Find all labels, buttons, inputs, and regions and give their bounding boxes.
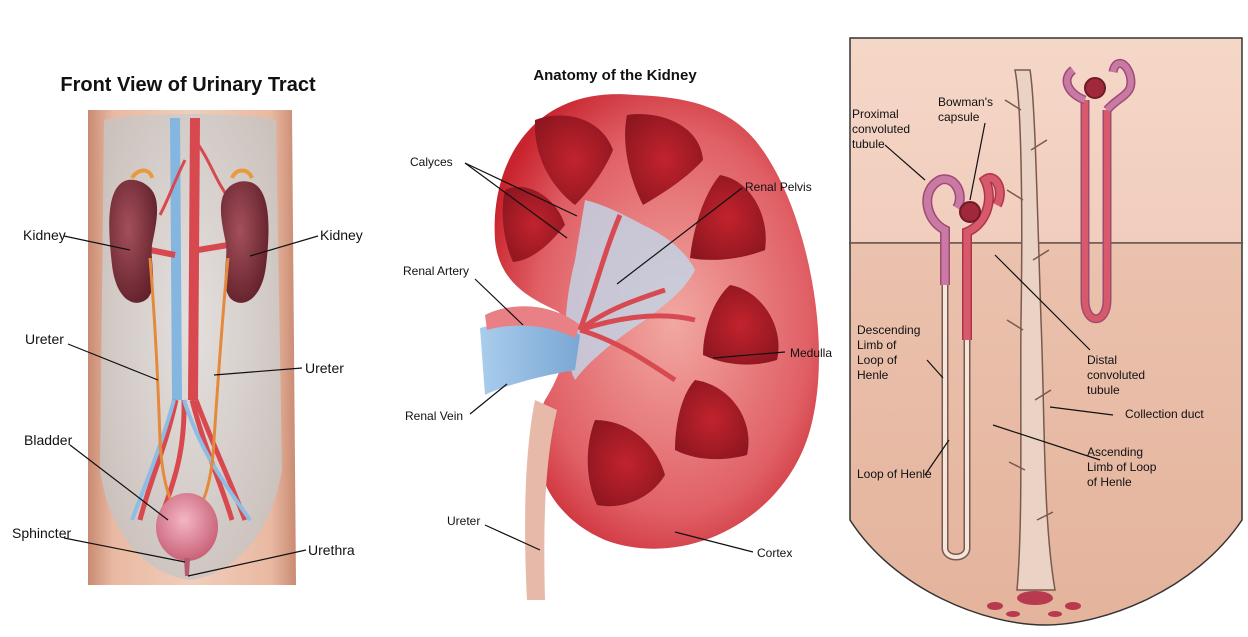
label-renal-pelvis: Renal Pelvis: [745, 180, 812, 194]
label-ureter-right: Ureter: [305, 360, 344, 376]
duct-branches: [1004, 99, 1054, 521]
label-proximal-3: tubule: [852, 137, 885, 151]
adrenal-glands: [130, 168, 254, 180]
distal-tubule-left-fill: [963, 174, 1004, 340]
label-urethra: Urethra: [308, 542, 355, 558]
right-convolutions-fill: [1064, 60, 1134, 113]
label-sphincter: Sphincter: [12, 525, 71, 541]
kidney-illustration: Anatomy of the Kidney Calyces Renal Pelv…: [403, 67, 832, 600]
label-bowman-2: capsule: [938, 110, 980, 124]
glomerulus-left: [959, 201, 981, 223]
nephron-leader-lines: [884, 122, 1114, 476]
label-distal-2: convoluted: [1087, 368, 1145, 382]
vena-cava: [170, 118, 182, 400]
glomerulus-right: [1084, 77, 1106, 99]
kidney-anatomy-panel: Anatomy of the Kidney Calyces Renal Pelv…: [385, 0, 845, 637]
label-ascending-2: Limb of Loop: [1087, 460, 1157, 474]
ureter-shape: [525, 400, 557, 600]
label-descending-2: Limb of: [857, 338, 897, 352]
label-ureter: Ureter: [447, 514, 480, 528]
left-kidney: [109, 179, 158, 303]
label-descending-4: Henle: [857, 368, 889, 382]
urinary-tract-panel: Front View of Urinary Tract Kidney Kidne…: [0, 0, 380, 637]
renal-vessels: [149, 242, 229, 258]
aorta: [188, 118, 200, 400]
urinary-title: Front View of Urinary Tract: [60, 74, 316, 96]
collecting-duct: [1014, 69, 1056, 591]
proximal-tubule-left-fill: [923, 175, 964, 285]
label-bowman-1: Bowman's: [938, 95, 993, 109]
label-bladder: Bladder: [24, 432, 73, 448]
label-cortex: Cortex: [757, 546, 792, 560]
iliac-veins: [130, 399, 252, 522]
label-ureter-left: Ureter: [25, 331, 64, 347]
renal-artery-shape: [485, 306, 580, 338]
ureter-left: [148, 257, 179, 512]
label-kidney-left: Kidney: [23, 227, 66, 243]
iliac-vessels: [137, 399, 248, 521]
label-renal-vein: Renal Vein: [405, 409, 463, 423]
label-collection-duct: Collection duct: [1125, 407, 1204, 421]
label-proximal-1: Proximal: [852, 107, 899, 121]
right-loop-fill: [1082, 100, 1110, 322]
kidney-leader-lines: [464, 162, 786, 553]
nephron-panel: Proximal convoluted tubule Bowman's caps…: [845, 0, 1248, 637]
label-loop-of-henle: Loop of Henle: [857, 467, 932, 481]
medulla-pyramids: [502, 114, 779, 507]
urinary-leader-lines: [63, 235, 319, 577]
label-kidney-right: Kidney: [320, 227, 363, 243]
artery-branches: [577, 214, 696, 383]
papilla-openings: [987, 591, 1081, 617]
label-proximal-2: convoluted: [852, 122, 910, 136]
label-distal-1: Distal: [1087, 353, 1117, 367]
label-medulla: Medulla: [790, 346, 832, 360]
bladder-shape: [156, 493, 218, 561]
label-ascending-3: of Henle: [1087, 475, 1132, 489]
label-calyces: Calyces: [410, 155, 453, 169]
urethra-shape: [184, 558, 190, 576]
label-renal-artery: Renal Artery: [403, 264, 469, 278]
nephron-illustration: Proximal convoluted tubule Bowman's caps…: [849, 37, 1243, 626]
renal-vein-shape: [480, 321, 580, 395]
label-descending-1: Descending: [857, 323, 920, 337]
label-descending-3: Loop of: [857, 353, 898, 367]
label-ascending-1: Ascending: [1087, 445, 1143, 459]
urinary-tract-illustration: Front View of Urinary Tract Kidney Kidne…: [12, 74, 363, 585]
label-distal-3: tubule: [1087, 383, 1120, 397]
kidney-title: Anatomy of the Kidney: [533, 67, 697, 84]
ureter-right: [195, 257, 230, 512]
right-kidney: [220, 181, 269, 303]
descending-limb-inner: [943, 230, 969, 559]
